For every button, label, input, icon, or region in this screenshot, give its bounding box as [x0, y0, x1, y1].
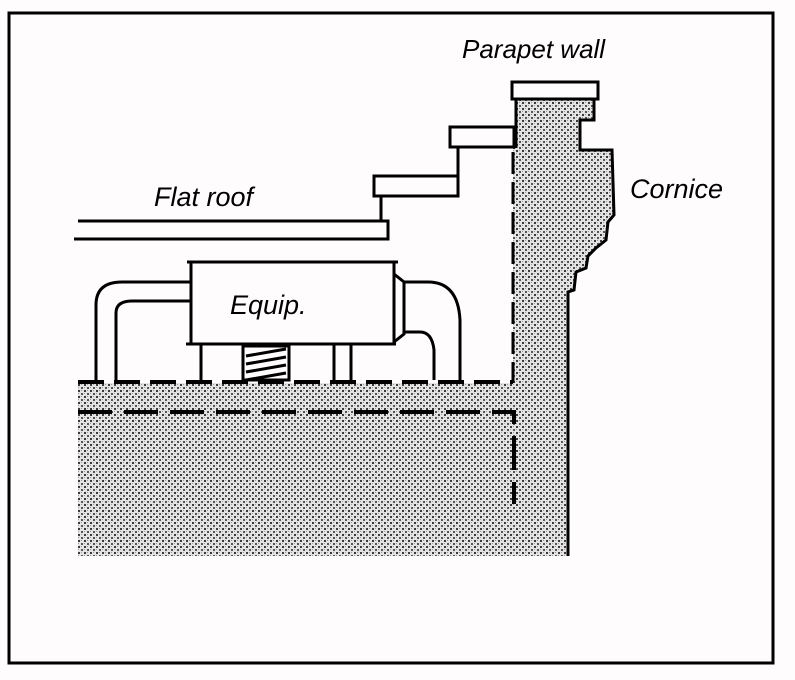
left-duct-outer	[94, 280, 191, 380]
flat-roof	[74, 219, 390, 241]
spring-isolator	[241, 344, 291, 382]
roof-step-upper	[448, 125, 516, 149]
roof-step-middle	[372, 174, 460, 198]
parapet-coping	[510, 80, 600, 101]
label-equipment: Equip.	[230, 290, 307, 320]
label-parapet-wall: Parapet wall	[462, 34, 606, 64]
right-transition	[393, 272, 406, 344]
right-duct-inner	[404, 330, 436, 380]
left-duct-inner	[114, 299, 191, 380]
building-section	[78, 99, 614, 556]
equipment-box	[189, 260, 396, 346]
label-cornice: Cornice	[630, 174, 723, 204]
ceiling-dashed-line	[78, 410, 516, 504]
right-duct-outer	[404, 280, 462, 380]
label-flat-roof: Flat roof	[154, 182, 256, 212]
